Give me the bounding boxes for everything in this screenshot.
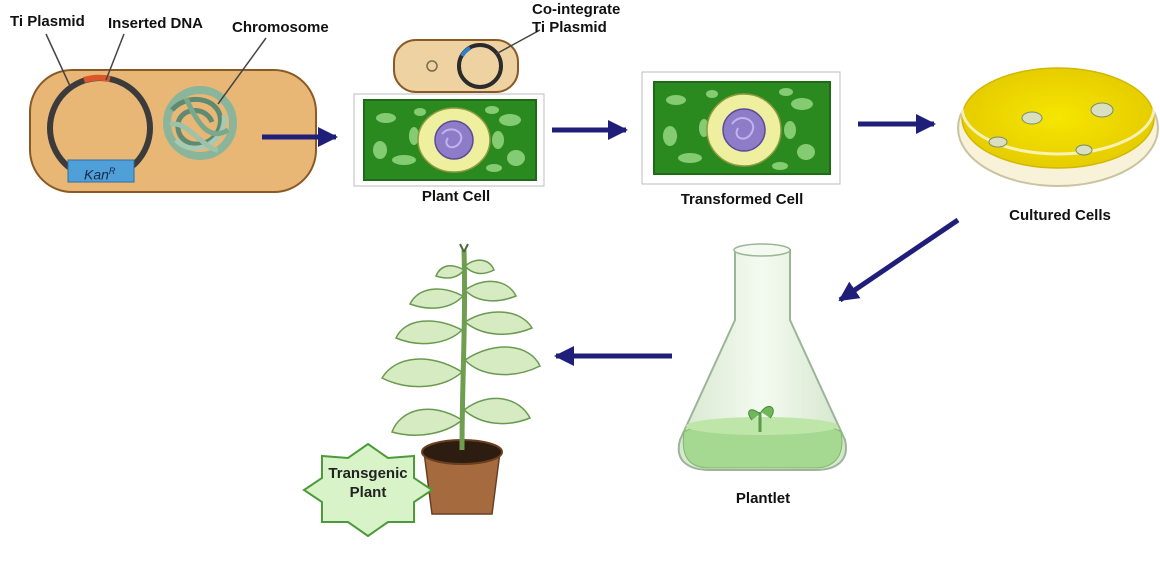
cointegrate-bacterium <box>393 29 541 93</box>
label-plant-cell: Plant Cell <box>421 188 491 205</box>
kan-resistance-box <box>67 159 135 183</box>
label-cointegrate-line2: Ti Plasmid <box>532 19 607 36</box>
arrow-4 <box>838 217 960 303</box>
label-transgenic-line2: Plant <box>349 484 387 501</box>
label-chromosome: Chromosome <box>232 19 329 36</box>
label-cultured-cells: Cultured Cells <box>1009 207 1111 224</box>
label-ti-plasmid: Ti Plasmid <box>10 13 85 30</box>
flask-with-plantlet <box>677 243 847 471</box>
transgenic-plant-badge <box>302 442 434 538</box>
badge-text: Transgenic Plant <box>318 464 418 502</box>
kan-superscript: R <box>108 166 116 176</box>
label-inserted-dna: Inserted DNA <box>108 15 204 32</box>
transgenic-plant <box>380 243 541 515</box>
plant-cell <box>353 93 545 187</box>
label-plantlet: Plantlet <box>735 490 791 507</box>
label-cointegrate-line1: Co-integrate <box>532 1 621 18</box>
kan-text: Kan <box>84 166 109 183</box>
chromosome-tangle <box>163 86 237 160</box>
transformed-cell <box>641 71 841 185</box>
label-kan: KanR <box>84 163 115 184</box>
agrobacterium-cell <box>29 33 317 193</box>
inserted-dna-segment <box>83 74 111 83</box>
label-transgenic-line1: Transgenic <box>328 465 408 482</box>
label-transformed-cell: Transformed Cell <box>680 191 804 208</box>
petri-dish <box>957 60 1159 187</box>
